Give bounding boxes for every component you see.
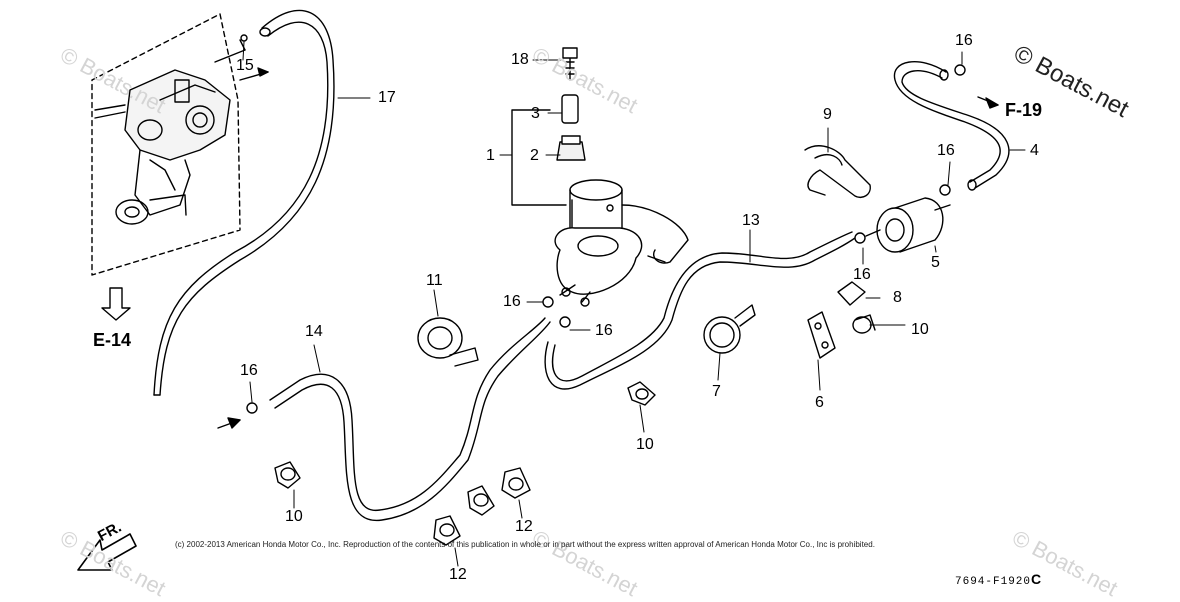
callout-7[interactable]: 7	[712, 383, 721, 400]
callout-18[interactable]: 18	[511, 51, 529, 68]
callout-2[interactable]: 2	[530, 147, 539, 164]
bracket-6	[807, 311, 836, 359]
callout-16-pump-left[interactable]: 16	[503, 293, 521, 310]
figure-code: 7694-F1920C	[955, 571, 1042, 588]
fuel-pump-assembly	[554, 47, 689, 307]
callout-4[interactable]: 4	[1030, 142, 1039, 159]
callout-16-filter[interactable]: 16	[937, 142, 955, 159]
callout-6[interactable]: 6	[815, 394, 824, 411]
parts-diagram	[77, 9, 1026, 571]
callout-5[interactable]: 5	[931, 254, 940, 271]
callout-9[interactable]: 9	[823, 106, 832, 123]
clamp-9	[804, 145, 871, 199]
hose-4	[893, 61, 1010, 191]
fuel-filter-5	[865, 197, 951, 253]
clamp-10-center	[627, 381, 656, 406]
callout-14[interactable]: 14	[305, 323, 323, 340]
part-8	[837, 281, 866, 306]
band-clamp-7	[703, 304, 756, 354]
copyright-notice: (c) 2002-2013 American Honda Motor Co., …	[175, 540, 875, 549]
figure-code-text: 7694-F1920	[955, 576, 1032, 588]
clamp-10-right	[852, 314, 876, 334]
callout-8[interactable]: 8	[893, 289, 902, 306]
clamp-11	[417, 317, 479, 367]
callout-11[interactable]: 11	[426, 272, 443, 289]
carburetor-assembly	[91, 13, 269, 276]
callout-3[interactable]: 3	[531, 105, 540, 122]
callout-13[interactable]: 13	[742, 212, 760, 229]
hose-17	[153, 9, 335, 396]
ref-e14[interactable]: E-14	[93, 330, 132, 350]
callout-16-top[interactable]: 16	[955, 32, 973, 49]
callout-16-left[interactable]: 16	[240, 362, 258, 379]
hose-14	[269, 317, 551, 522]
callout-15[interactable]: 15	[236, 57, 254, 74]
leader-lines	[242, 41, 1026, 567]
callout-16-pump-right[interactable]: 16	[595, 322, 613, 339]
callout-10-left[interactable]: 10	[285, 508, 303, 525]
figure-code-revision: C	[1031, 571, 1043, 587]
clamp-10-left	[274, 461, 301, 489]
callout-10-right[interactable]: 10	[911, 321, 929, 338]
callout-10-center[interactable]: 10	[636, 436, 654, 453]
clamp-12-left	[433, 485, 495, 546]
callout-12-left[interactable]: 12	[449, 566, 467, 583]
callout-12-right[interactable]: 12	[515, 518, 533, 535]
ref-f19[interactable]: F-19	[1005, 100, 1043, 120]
callout-16-clip[interactable]: 16	[853, 266, 871, 283]
arrows	[77, 96, 999, 571]
callout-1-bracket	[511, 109, 567, 206]
hose-13	[544, 231, 856, 390]
callout-17[interactable]: 17	[378, 89, 396, 106]
callout-1[interactable]: 1	[486, 147, 495, 164]
clamp-12-right	[501, 467, 531, 499]
